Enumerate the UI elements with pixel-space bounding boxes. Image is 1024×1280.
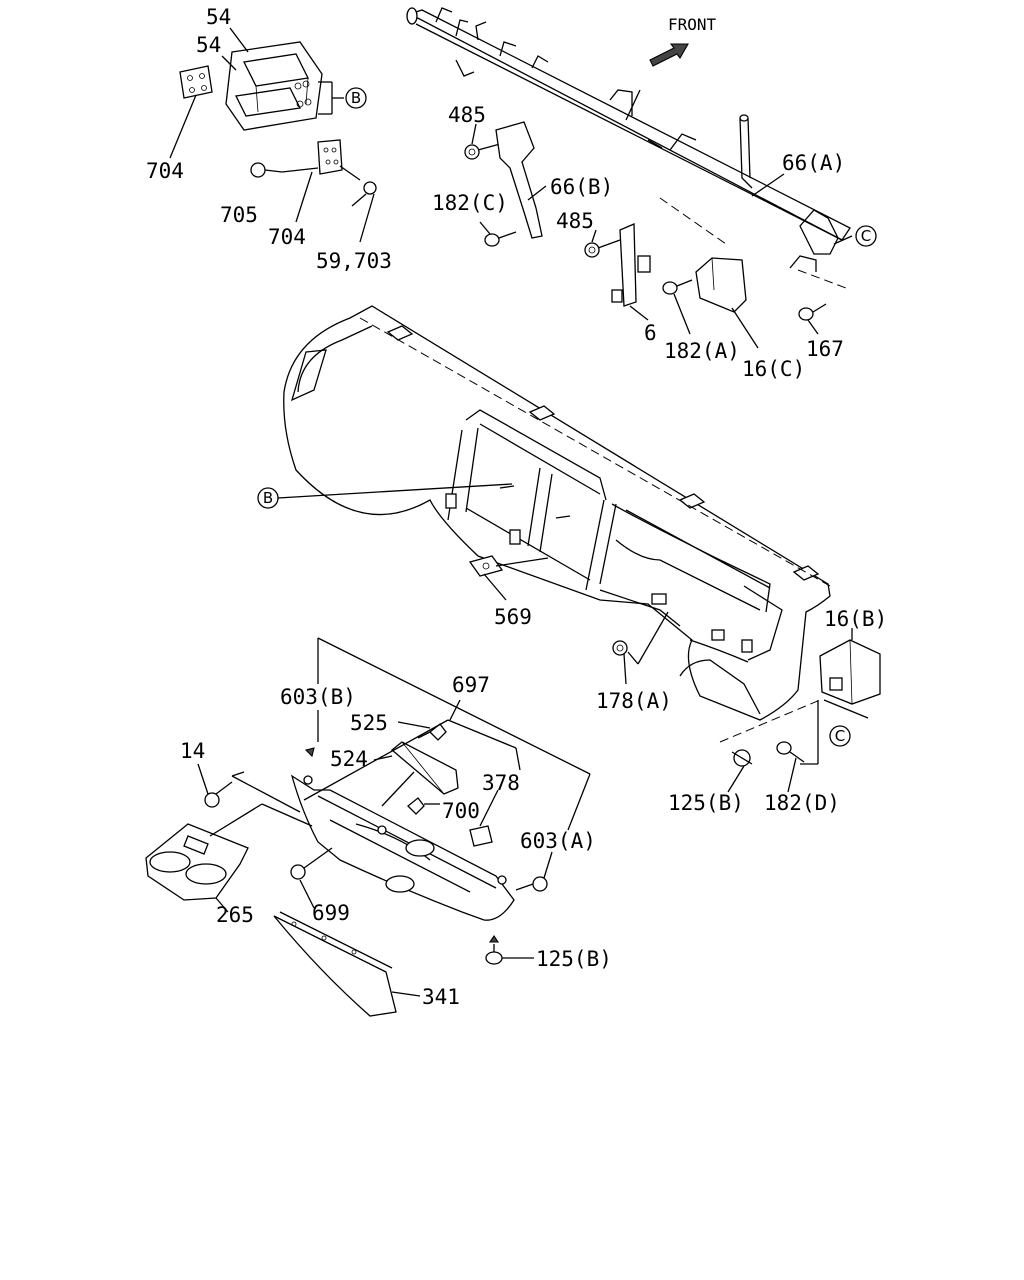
bolt-167 <box>798 303 827 321</box>
bracket-704-center <box>317 139 343 175</box>
screw-59-703 <box>351 181 377 207</box>
clip-125b-right <box>731 749 753 767</box>
nut-178a <box>612 640 628 656</box>
label-59-703: 59,703 <box>316 249 392 273</box>
label-704-center: 704 <box>268 225 306 249</box>
screw-14 <box>204 781 233 808</box>
cross-car-beam <box>406 7 851 272</box>
front-label: FRONT <box>668 15 717 34</box>
label-705: 705 <box>220 203 258 227</box>
label-524: 524 <box>330 747 368 771</box>
clip-125b-lower <box>485 935 503 965</box>
label-66a: 66(A) <box>782 151 845 175</box>
label-16b: 16(B) <box>824 607 887 631</box>
instrument-panel <box>283 305 831 721</box>
glove-box-lid-341 <box>273 911 397 1017</box>
label-603a: 603(A) <box>520 829 596 853</box>
handle-524 <box>390 741 459 795</box>
front-arrow-icon <box>649 43 689 67</box>
callout-b-mid-letter: B <box>263 489 273 507</box>
label-6: 6 <box>644 321 657 345</box>
label-54-lower: 54 <box>196 33 221 57</box>
label-54-upper: 54 <box>206 5 231 29</box>
screw-525 <box>417 723 447 741</box>
pocket-54 <box>225 41 323 131</box>
label-485-lower: 485 <box>556 209 594 233</box>
screw-705 <box>250 162 283 178</box>
label-265: 265 <box>216 903 254 927</box>
bolt-182c <box>484 231 517 247</box>
label-182a: 182(A) <box>664 339 740 363</box>
callout-c-bottom <box>829 725 851 747</box>
label-341: 341 <box>422 985 460 1009</box>
clip-699 <box>290 864 306 880</box>
label-603b: 603(B) <box>280 685 356 709</box>
label-182c: 182(C) <box>432 191 508 215</box>
label-14: 14 <box>180 739 205 763</box>
bracket-16c <box>695 257 747 313</box>
label-182d: 182(D) <box>764 791 840 815</box>
nut-485-upper <box>464 144 480 160</box>
label-378: 378 <box>482 771 520 795</box>
bracket-6 <box>611 223 651 307</box>
callout-c-top <box>855 225 877 247</box>
clip-569 <box>468 555 504 577</box>
pad-378 <box>469 825 493 847</box>
screw-700 <box>407 797 425 815</box>
cup-holder-265 <box>145 823 249 901</box>
bolt-182d <box>776 741 805 763</box>
lower-panel-697 <box>290 774 515 921</box>
nut-485-lower <box>584 242 600 258</box>
bolt-182a <box>662 279 693 295</box>
label-485-upper: 485 <box>448 103 486 127</box>
bracket-16b <box>819 639 881 705</box>
label-125b-right: 125(B) <box>668 791 744 815</box>
label-178a: 178(A) <box>596 689 672 713</box>
bracket-66b <box>495 121 543 239</box>
callout-c-top-letter: C <box>861 227 871 245</box>
callout-b-top-letter: B <box>351 89 361 107</box>
label-700: 700 <box>442 799 480 823</box>
callout-c-bottom-letter: C <box>835 727 845 745</box>
label-66b: 66(B) <box>550 175 613 199</box>
clip-603b <box>304 747 315 758</box>
label-699: 699 <box>312 901 350 925</box>
label-704-left: 704 <box>146 159 184 183</box>
bracket-704-left <box>179 65 213 99</box>
label-125b-lower: 125(B) <box>536 947 612 971</box>
label-697: 697 <box>452 673 490 697</box>
label-569: 569 <box>494 605 532 629</box>
clip-603a <box>515 876 548 892</box>
callout-b-top <box>345 87 367 109</box>
label-525: 525 <box>350 711 388 735</box>
label-167: 167 <box>806 337 844 361</box>
label-16c: 16(C) <box>742 357 805 381</box>
